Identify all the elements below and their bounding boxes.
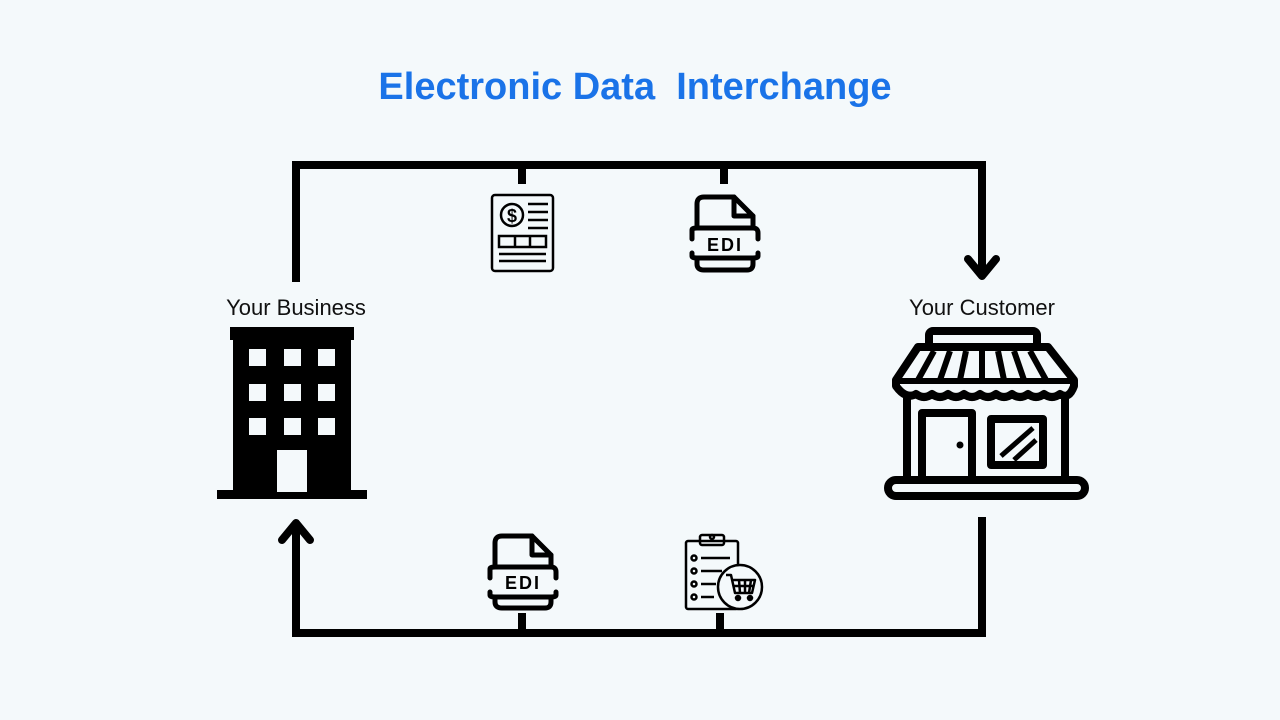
arrow-to-business-icon bbox=[278, 519, 314, 544]
store-door-knob-icon bbox=[956, 441, 964, 449]
bottom-flow-connector bbox=[292, 517, 986, 637]
business-label: Your Business bbox=[226, 295, 366, 320]
edi-text-bottom: EDI bbox=[505, 573, 541, 593]
office-building-icon bbox=[217, 327, 367, 499]
page-title: Electronic Data Interchange bbox=[378, 66, 892, 108]
customer-label: Your Customer bbox=[909, 295, 1055, 320]
invoice-document-icon: $ bbox=[490, 193, 555, 273]
purchase-order-clipboard-icon bbox=[684, 533, 764, 611]
edi-file-icon bbox=[689, 194, 761, 273]
svg-text:$: $ bbox=[507, 206, 517, 226]
edi-file-icon bbox=[487, 533, 559, 611]
top-flow-connector bbox=[292, 161, 986, 282]
storefront-icon bbox=[884, 327, 1089, 500]
edi-text-top: EDI bbox=[707, 235, 743, 255]
arrow-to-customer-icon bbox=[964, 255, 1000, 280]
